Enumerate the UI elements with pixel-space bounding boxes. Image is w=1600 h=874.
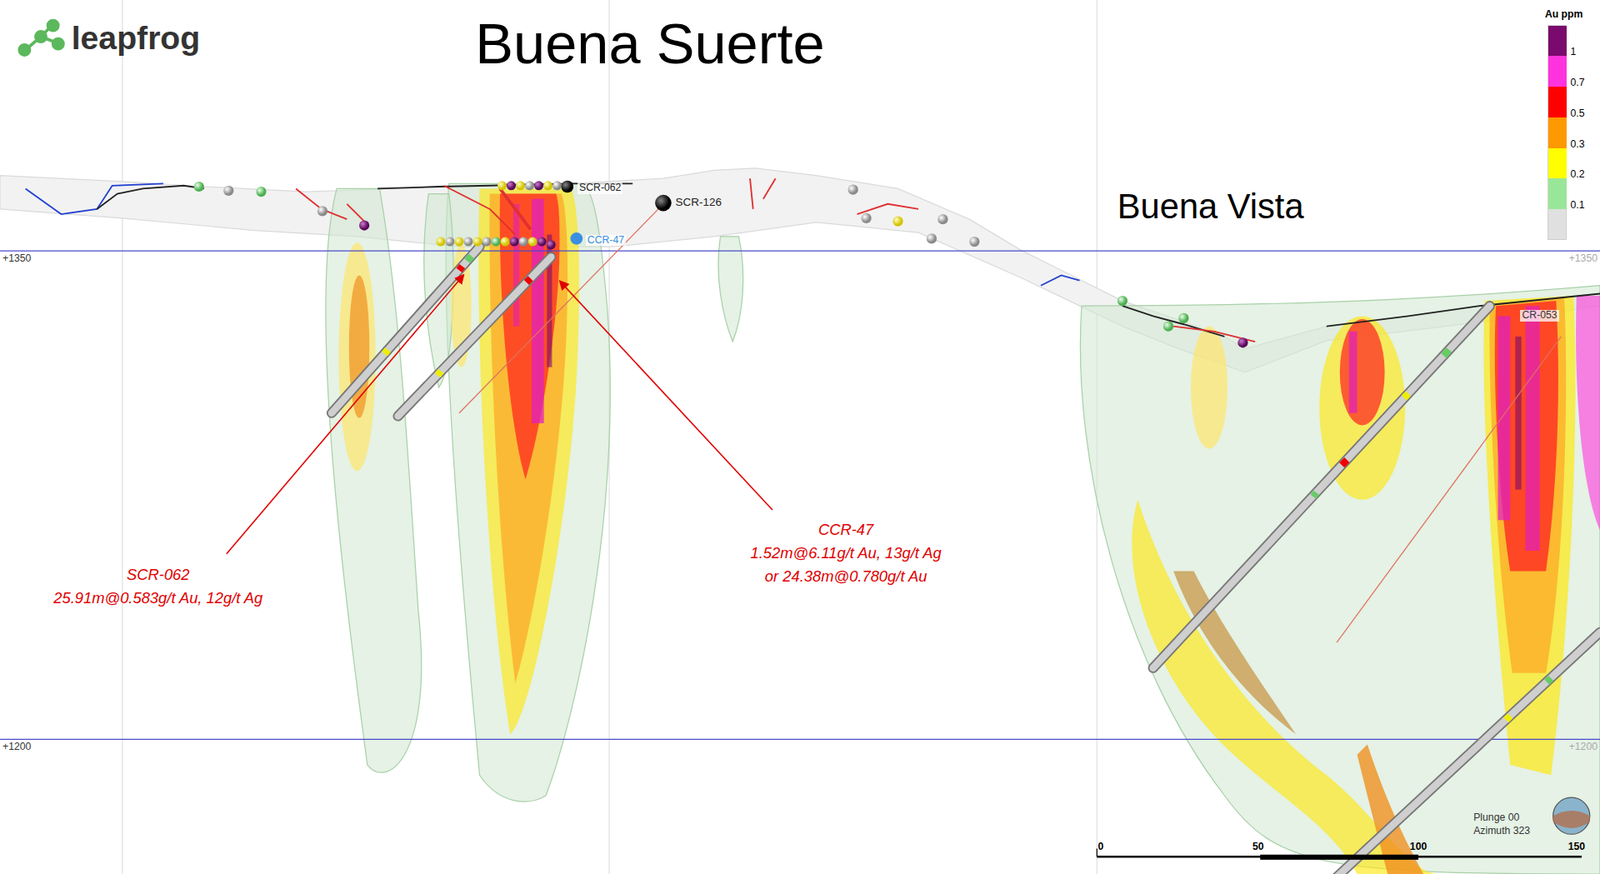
view-orientation: Plunge 00 — [1473, 812, 1520, 824]
scale-number: 150 — [1568, 841, 1585, 853]
callout-intercept: 25.91m@0.583g/t Au, 12g/t Ag — [53, 590, 263, 607]
callout-hole: SCR-062 — [126, 566, 190, 584]
callout-intercept: or 24.38m@0.780g/t Au — [765, 568, 928, 585]
legend-value: 0.3 — [1570, 139, 1585, 150]
drillhole-name: SCR-126 — [675, 196, 722, 210]
elevation-label: +1350 — [1569, 253, 1598, 265]
callout-intercept: 1.52m@6.11g/t Au, 13g/t Ag — [750, 545, 941, 562]
legend-swatch — [1548, 55, 1567, 87]
elevation-label: +1350 — [2, 253, 31, 265]
legend-value: 1 — [1570, 46, 1576, 58]
legend-swatch — [1548, 25, 1567, 57]
legend-swatch — [1548, 117, 1567, 149]
legend-value: 0.1 — [1570, 200, 1585, 211]
legend-value: 0.2 — [1570, 169, 1585, 180]
legend-title: Au ppm — [1545, 9, 1584, 20]
drillhole-name: CR-053 — [1520, 310, 1559, 321]
drillhole-name: SCR-062 — [577, 182, 623, 194]
scale-number: 0 — [1098, 841, 1105, 853]
legend-value: 0.5 — [1570, 108, 1585, 120]
elevation-label: +1200 — [1569, 741, 1598, 753]
legend-swatch — [1548, 178, 1567, 210]
drillhole-name: CCR-47 — [585, 235, 626, 246]
logo-text: leapfrog — [71, 20, 201, 56]
legend-value: 0.7 — [1570, 77, 1585, 89]
callout-hole: CCR-47 — [818, 521, 874, 539]
diagram-title: Buena Suerte — [475, 12, 825, 75]
elevation-label: +1200 — [2, 741, 31, 753]
view-orientation: Azimuth 323 — [1473, 825, 1530, 837]
legend-swatch — [1548, 148, 1567, 180]
scale-number: 100 — [1410, 841, 1427, 853]
legend-swatch — [1548, 86, 1567, 118]
scale-number: 50 — [1252, 841, 1265, 853]
zone-name: Buena Vista — [1117, 187, 1305, 226]
